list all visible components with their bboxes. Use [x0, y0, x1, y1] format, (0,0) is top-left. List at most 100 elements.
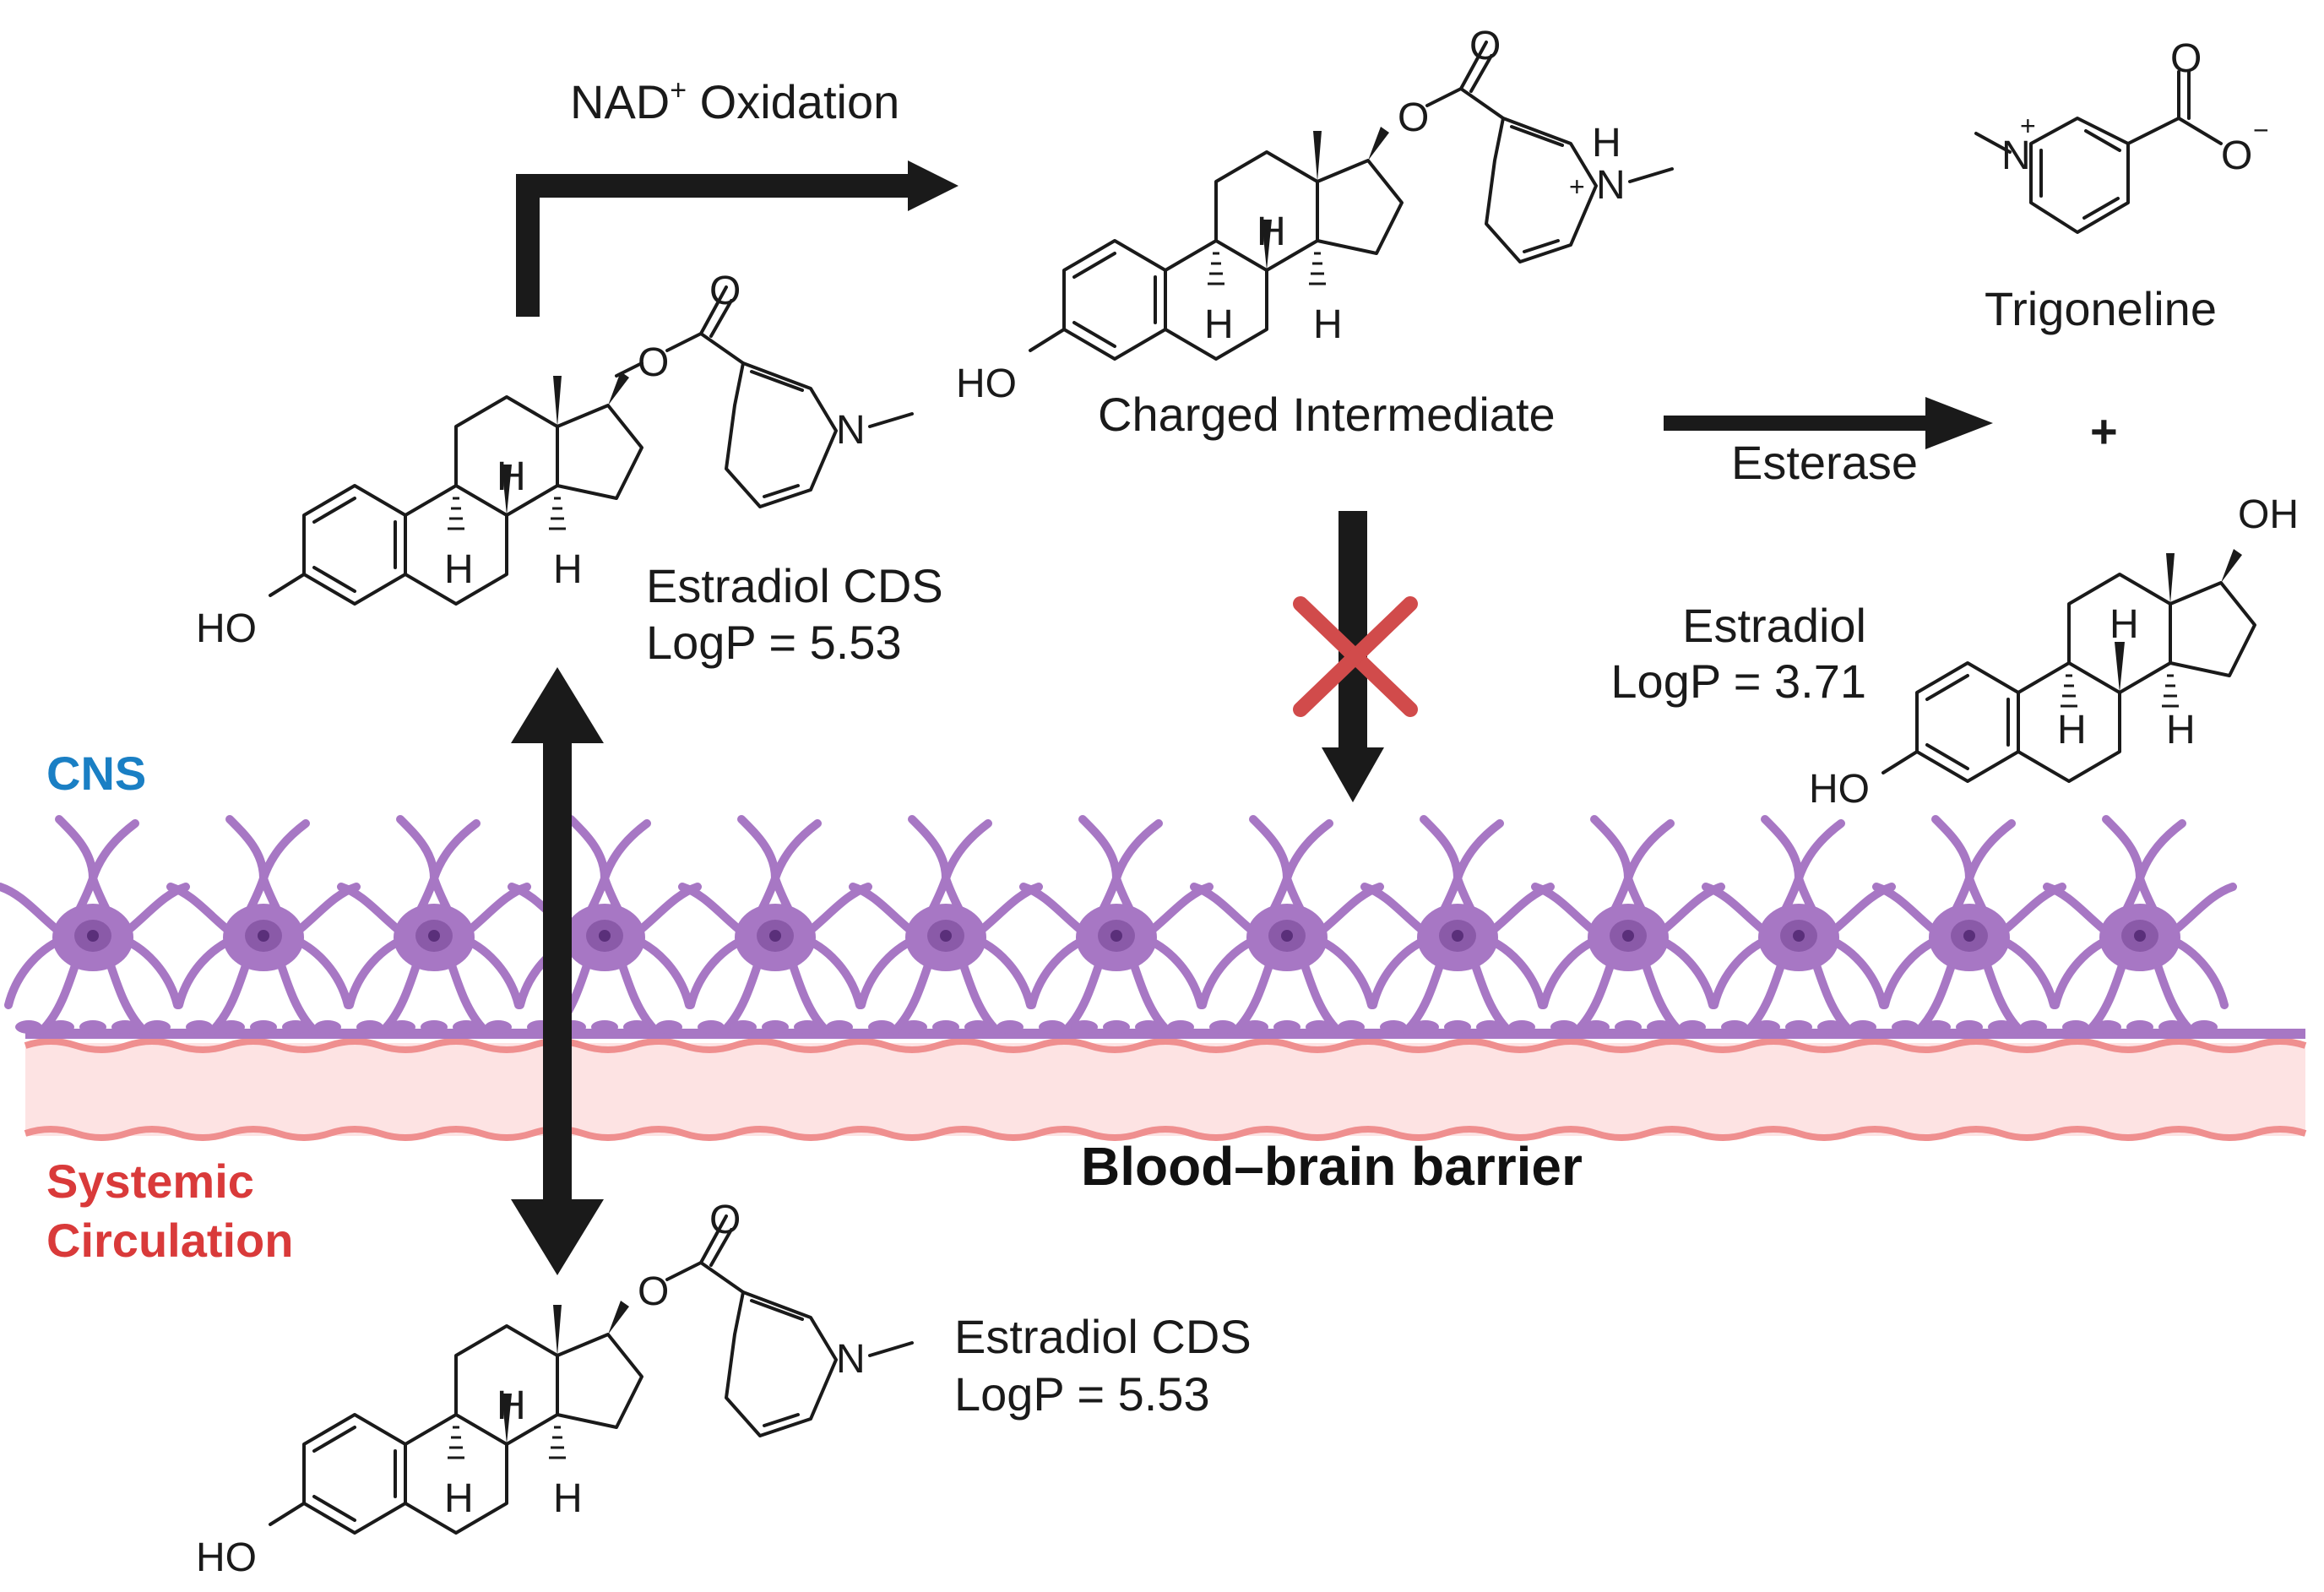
atom-n-mid: N: [1596, 163, 1626, 208]
systemic-label-line-1: Systemic: [46, 1155, 254, 1208]
atom-o-carbonyl-mid: O: [1469, 24, 1501, 68]
astrocyte-endfoot: [1273, 1020, 1300, 1034]
estradiol-cds-bottom-name: Estradiol CDS: [954, 1310, 1252, 1363]
blocked-arrow: [1322, 511, 1384, 802]
astrocyte-endfoot: [2094, 1020, 2121, 1034]
astrocyte-endfoot: [144, 1020, 171, 1034]
atom-h-top-3: H: [553, 547, 583, 592]
atom-h-estr-1: H: [2110, 602, 2139, 647]
esterase-arrow: [1664, 397, 1993, 449]
atom-h-mid-3: H: [1313, 302, 1343, 347]
nad-oxidation-label: NAD+ Oxidation: [570, 74, 899, 128]
barrier-bottom-line: [24, 1126, 2307, 1141]
astrocyte-endfoot: [1444, 1020, 1471, 1034]
atom-h-estr-3: H: [2166, 708, 2196, 753]
astrocyte-endfoot: [218, 1020, 245, 1034]
atom-ho-bot: HO: [196, 1535, 257, 1580]
astrocyte-endfoot: [356, 1020, 383, 1034]
astrocyte-endfoot: [250, 1020, 277, 1034]
bbb-label: Blood–brain barrier: [1081, 1136, 1583, 1197]
astrocyte-endfoot: [111, 1020, 138, 1034]
atom-h-estr-2: H: [2057, 708, 2087, 753]
atom-plus-trig: +: [2020, 111, 2036, 141]
astrocyte-endfoot: [1380, 1020, 1407, 1034]
atom-h-top-1: H: [497, 454, 526, 499]
cross-mark-icon: [1293, 596, 1418, 717]
bidirectional-transport-arrow: [511, 667, 604, 1275]
blood-brain-barrier: [24, 1029, 2307, 1141]
astrocyte-endfoot: [314, 1020, 341, 1034]
astrocyte-endfoot: [1209, 1020, 1236, 1034]
nad-oxidation-arrow: [516, 160, 958, 317]
astrocyte-endfoot: [15, 1020, 42, 1034]
atom-o-ester-top: O: [638, 340, 669, 385]
astrocyte-endfoot: [591, 1020, 618, 1034]
atom-n-top: N: [836, 408, 866, 453]
atom-ho-estradiol: HO: [1809, 767, 1870, 812]
astrocyte-endfoot: [79, 1020, 106, 1034]
astrocyte-endfoot: [1679, 1020, 1706, 1034]
atom-h-mid-1: H: [1257, 209, 1286, 254]
estradiol-cds-top-structure: O O N HO H H H: [196, 269, 914, 651]
astrocyte-cell-icon: [853, 819, 1039, 1030]
astrocyte-endfoot: [1785, 1020, 1812, 1034]
astrocyte-endfoot: [388, 1020, 415, 1034]
astrocyte-endfoot: [1338, 1020, 1365, 1034]
astrocyte-endfoot: [1849, 1020, 1876, 1034]
estradiol-cds-top-logp: LogP = 5.53: [646, 616, 902, 669]
astrocyte-endfoot: [868, 1020, 895, 1034]
plus-sign: +: [2090, 405, 2118, 458]
trigoneline-structure: N + O O −: [1974, 36, 2269, 234]
astrocyte-endfoot: [421, 1020, 448, 1034]
astrocyte-cell-icon: [512, 819, 698, 1030]
barrier-band: [25, 1043, 2305, 1136]
astrocyte-endfoot: [1721, 1020, 1748, 1034]
atom-o-ester-bot: O: [638, 1269, 669, 1314]
astrocyte-endfoot: [698, 1020, 725, 1034]
astrocyte-endfoot: [1241, 1020, 1268, 1034]
cns-label: CNS: [46, 747, 146, 800]
astrocyte-endfoot: [1956, 1020, 1983, 1034]
estradiol-name: Estradiol: [1682, 599, 1866, 652]
astrocyte-cell-icon: [1194, 819, 1380, 1030]
astrocyte-endfoot: [730, 1020, 757, 1034]
atom-h-bot-2: H: [444, 1476, 474, 1521]
astrocyte-endfoot: [1476, 1020, 1503, 1034]
astrocyte-cell-icon: [1706, 819, 1892, 1030]
estradiol-cds-bottom-structure: O O N HO H H H: [196, 1198, 914, 1580]
astrocyte-row: [0, 819, 2233, 1034]
astrocyte-cell-icon: [1535, 819, 1721, 1030]
astrocyte-cell-icon: [682, 819, 868, 1030]
astrocyte-cell-icon: [1024, 819, 1209, 1030]
astrocyte-endfoot: [2158, 1020, 2186, 1034]
astrocyte-endfoot: [762, 1020, 789, 1034]
atom-plus-charge-mid: +: [1569, 171, 1585, 202]
astrocyte-endfoot: [1550, 1020, 1577, 1034]
astrocyte-endfoot: [964, 1020, 991, 1034]
astrocyte-endfoot: [1167, 1020, 1194, 1034]
astrocyte-endfoot: [655, 1020, 682, 1034]
atom-ho-top: HO: [196, 606, 257, 651]
atom-h-top-2: H: [444, 547, 474, 592]
astrocyte-endfoot: [1892, 1020, 1919, 1034]
astrocyte-endfoot: [2020, 1020, 2047, 1034]
astrocyte-endfoot: [1924, 1020, 1951, 1034]
atom-o-ester-mid: O: [1398, 95, 1429, 140]
astrocyte-endfoot: [1306, 1020, 1333, 1034]
astrocyte-cell-icon: [341, 819, 527, 1030]
astrocyte-endfoot: [1988, 1020, 2015, 1034]
astrocyte-endfoot: [2062, 1020, 2089, 1034]
astrocyte-endfoot: [900, 1020, 927, 1034]
astrocyte-endfoot: [1647, 1020, 1674, 1034]
atom-ho-mid: HO: [956, 361, 1017, 406]
astrocyte-endfoot: [1753, 1020, 1780, 1034]
astrocyte-endfoot: [1817, 1020, 1844, 1034]
astrocyte-cell-icon: [0, 819, 186, 1030]
estradiol-logp: LogP = 3.71: [1610, 655, 1866, 708]
astrocyte-cell-icon: [2047, 819, 2233, 1030]
estradiol-cds-top-name: Estradiol CDS: [646, 559, 943, 612]
astrocyte-endfoot: [826, 1020, 853, 1034]
astrocyte-endfoot: [794, 1020, 821, 1034]
trigoneline-label: Trigoneline: [1985, 282, 2217, 335]
